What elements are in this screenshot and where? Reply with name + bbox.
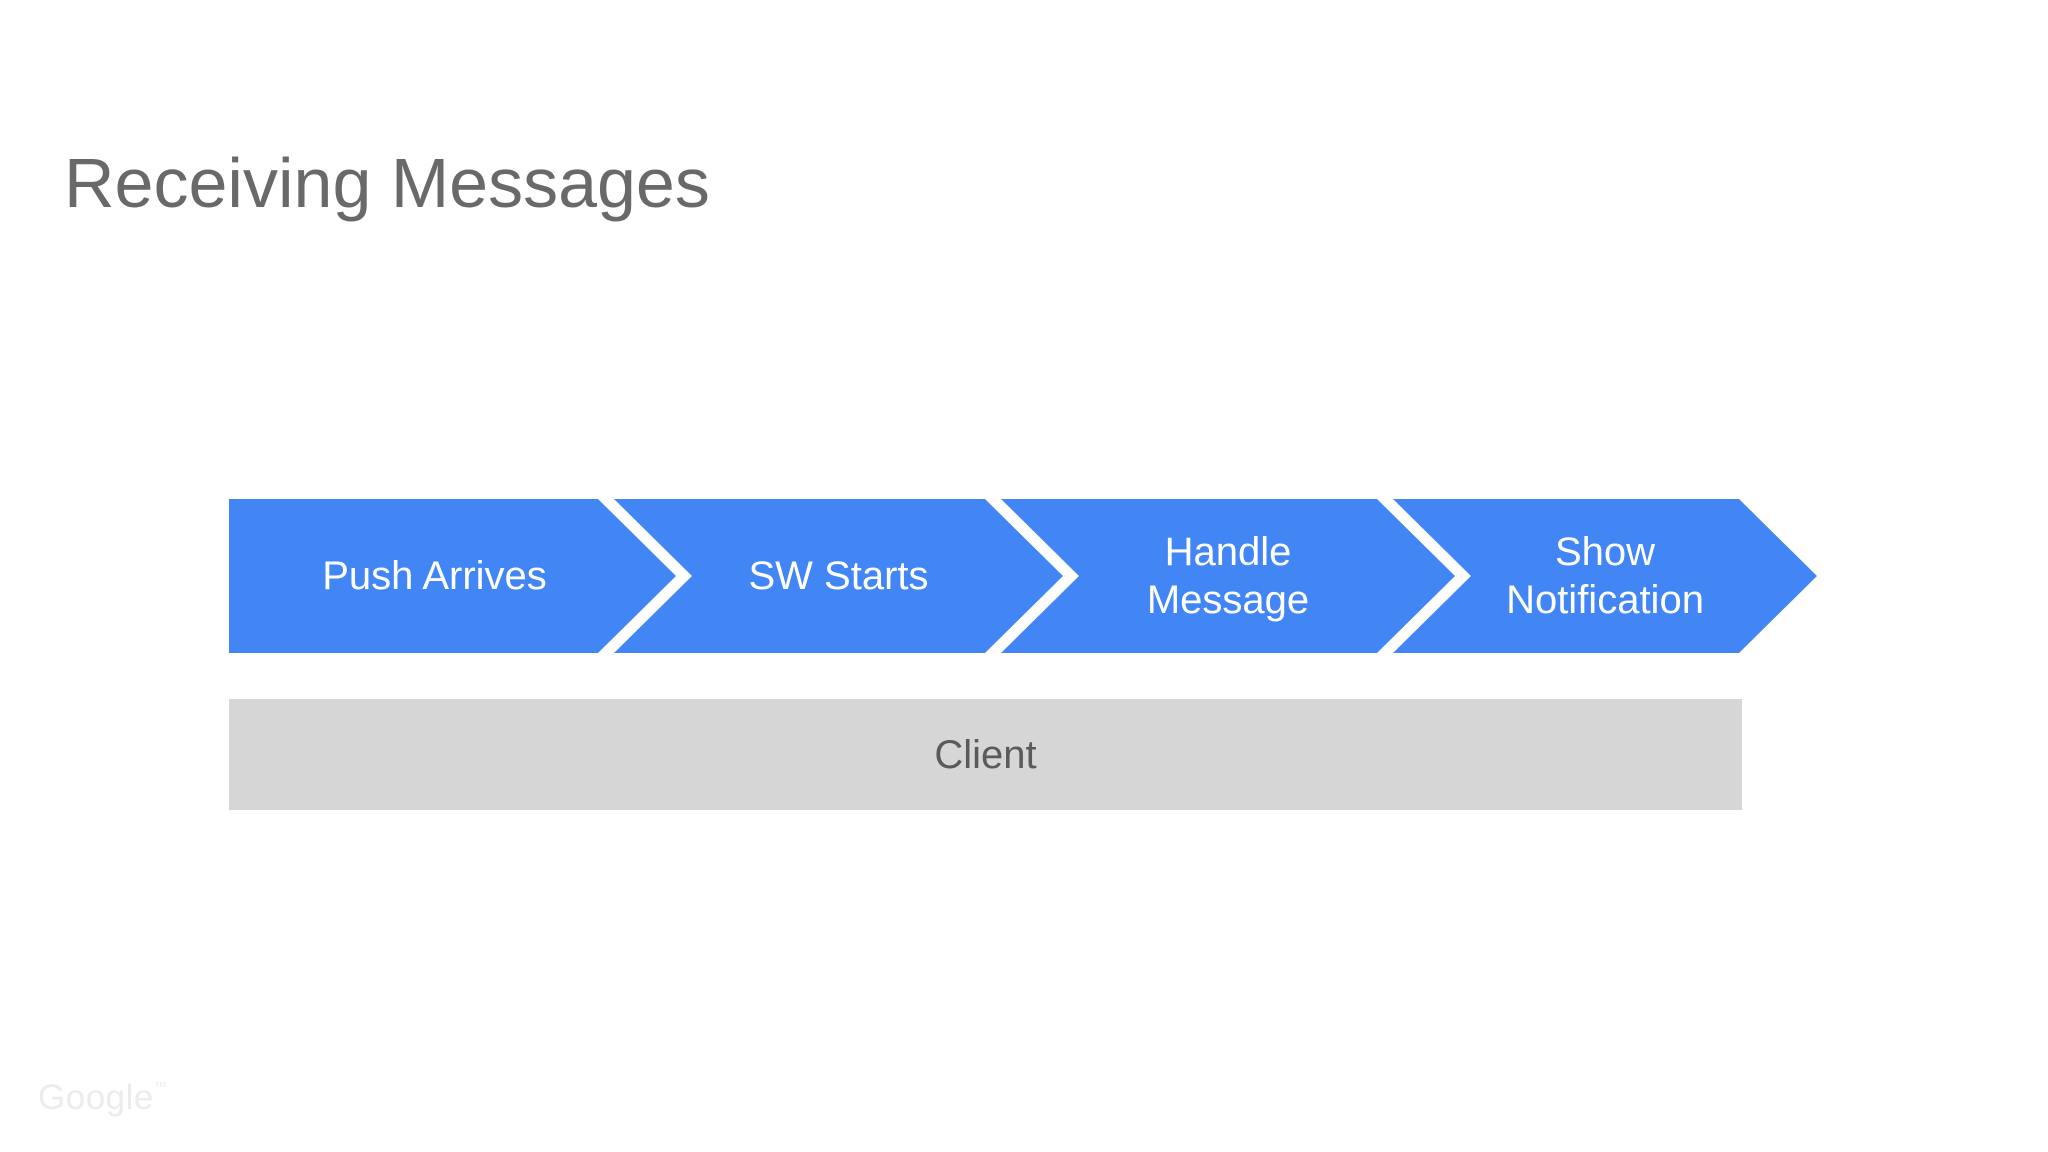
flow-step-label: Push Arrives (322, 554, 547, 598)
flow-step-show-notification: Show Notification (1393, 499, 1817, 653)
google-brand-text: Google (38, 1078, 154, 1117)
flow-step-label: Show Notification (1506, 530, 1704, 622)
client-layer-bar: Client (229, 699, 1742, 810)
flow-step-sw-starts: SW Starts (614, 499, 1063, 653)
trademark-symbol: ™ (153, 1079, 168, 1094)
flow-step-handle-message: Handle Message (1001, 499, 1455, 653)
flow-step-label: SW Starts (748, 554, 929, 598)
client-layer-label: Client (934, 732, 1037, 777)
flow-step-push-arrives: Push Arrives (229, 499, 676, 653)
flow-step-label: Handle Message (1146, 530, 1310, 622)
google-watermark-logo: Google™ (38, 1080, 167, 1115)
slide-title: Receiving Messages (64, 144, 710, 222)
